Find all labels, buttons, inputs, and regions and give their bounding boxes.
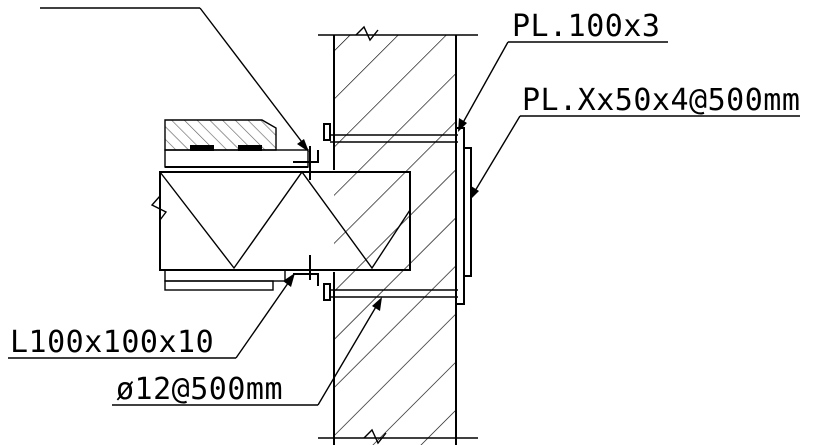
steel-connections [293, 123, 472, 305]
floor-finish-top [164, 119, 309, 168]
label-plate-side: PL.Xx50x4@500mm [522, 83, 800, 118]
ceiling-finish-bottom [164, 269, 286, 291]
label-angle: L100x100x10 [10, 325, 214, 360]
label-plate-top: PL.100x3 [512, 9, 661, 44]
label-rod: ø12@500mm [116, 372, 283, 407]
masonry-wall [318, 25, 478, 445]
leader-lines [8, 7, 800, 406]
